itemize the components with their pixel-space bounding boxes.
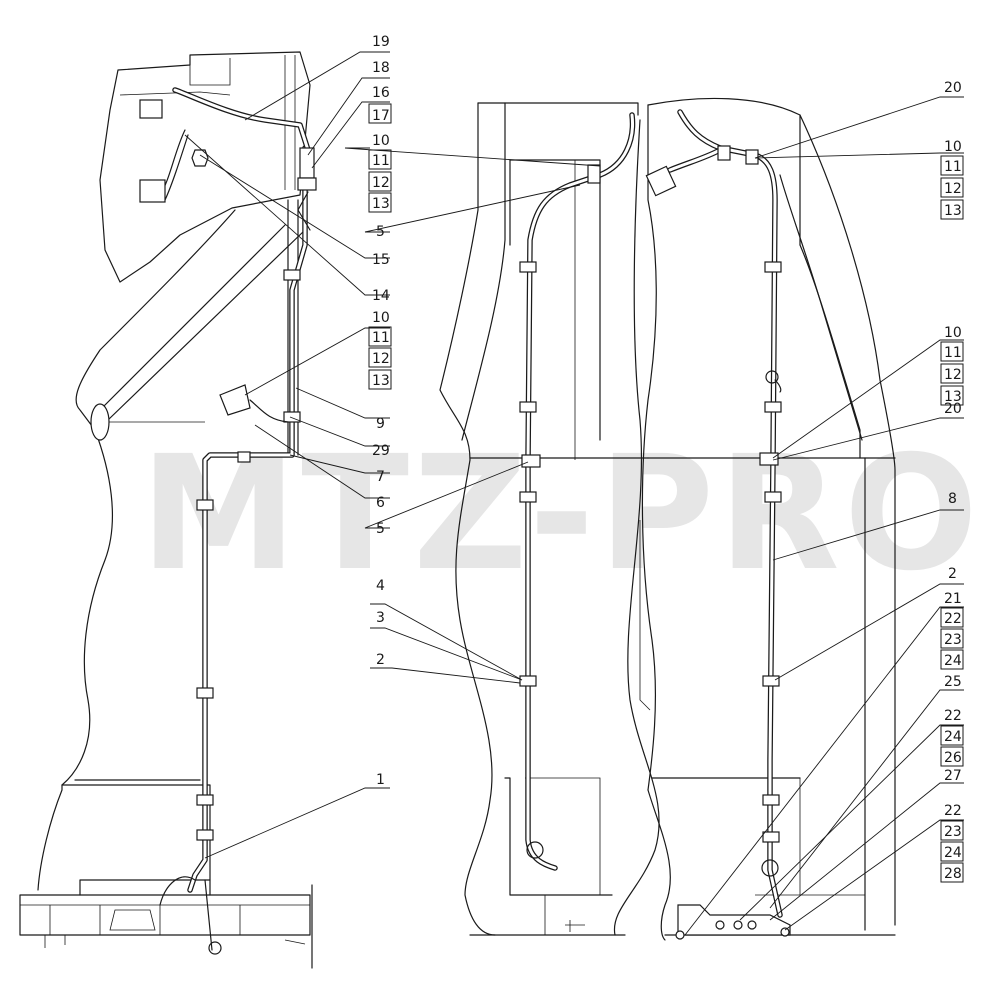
callout-11a: 11	[372, 153, 390, 169]
callout-labels: 19 18 16 17 10 11 12 13 5 15 14 10 11 12…	[368, 34, 964, 883]
callout-5a: 5	[376, 224, 385, 240]
callout-12b: 12	[372, 351, 390, 367]
callout-19: 19	[372, 34, 390, 50]
callout-leaders	[184, 51, 964, 936]
callout-15: 15	[372, 252, 390, 268]
callout-4: 4	[376, 578, 385, 594]
callout-23c: 23	[944, 824, 962, 840]
callout-24a: 24	[944, 653, 962, 669]
callout-12d: 12	[944, 367, 962, 383]
callout-14: 14	[372, 288, 390, 304]
middle-view-structure	[439, 102, 660, 936]
watermark: MTZ-PRO	[140, 422, 982, 606]
callout-20a: 20	[944, 80, 962, 96]
callout-12a: 12	[372, 175, 390, 191]
callout-13a: 13	[372, 196, 390, 212]
callout-24b: 24	[944, 729, 962, 745]
callout-2a: 2	[376, 652, 385, 668]
callout-22b: 22	[944, 708, 962, 724]
callout-11b: 11	[372, 330, 390, 346]
callout-13b: 13	[372, 373, 390, 389]
callout-13c: 13	[944, 203, 962, 219]
callout-18: 18	[372, 60, 390, 76]
callout-3: 3	[376, 610, 385, 626]
callout-8: 8	[948, 491, 957, 507]
callout-12c: 12	[944, 181, 962, 197]
callout-13d: 13	[944, 389, 962, 405]
callout-1: 1	[376, 772, 385, 788]
callout-10b: 10	[372, 310, 390, 326]
left-clamps	[196, 269, 301, 841]
callout-25: 25	[944, 674, 962, 690]
callout-5b: 5	[376, 521, 385, 537]
callout-6: 6	[376, 495, 385, 511]
callout-24c: 24	[944, 845, 962, 861]
callout-27: 27	[944, 768, 962, 784]
callout-11c: 11	[944, 159, 962, 175]
callout-22c: 22	[944, 803, 962, 819]
callout-17: 17	[372, 108, 390, 124]
callout-10c: 10	[944, 139, 962, 155]
callout-16: 16	[372, 85, 390, 101]
callout-28: 28	[944, 866, 962, 882]
callout-23a: 23	[944, 632, 962, 648]
callout-20b: 20	[944, 401, 962, 417]
callout-10d: 10	[944, 325, 962, 341]
callout-29: 29	[372, 443, 390, 459]
right-connectors	[645, 165, 791, 940]
callout-21: 21	[944, 591, 962, 607]
callout-9: 9	[376, 416, 385, 432]
callout-22a: 22	[944, 611, 962, 627]
callout-26: 26	[944, 750, 962, 766]
callout-2b: 2	[948, 566, 957, 582]
callout-11d: 11	[944, 345, 962, 361]
left-harness	[159, 87, 311, 951]
left-connectors	[139, 99, 317, 423]
middle-harness	[525, 112, 636, 871]
callout-7: 7	[376, 469, 385, 485]
callout-10a: 10	[372, 133, 390, 149]
middle-clamps	[519, 164, 601, 687]
